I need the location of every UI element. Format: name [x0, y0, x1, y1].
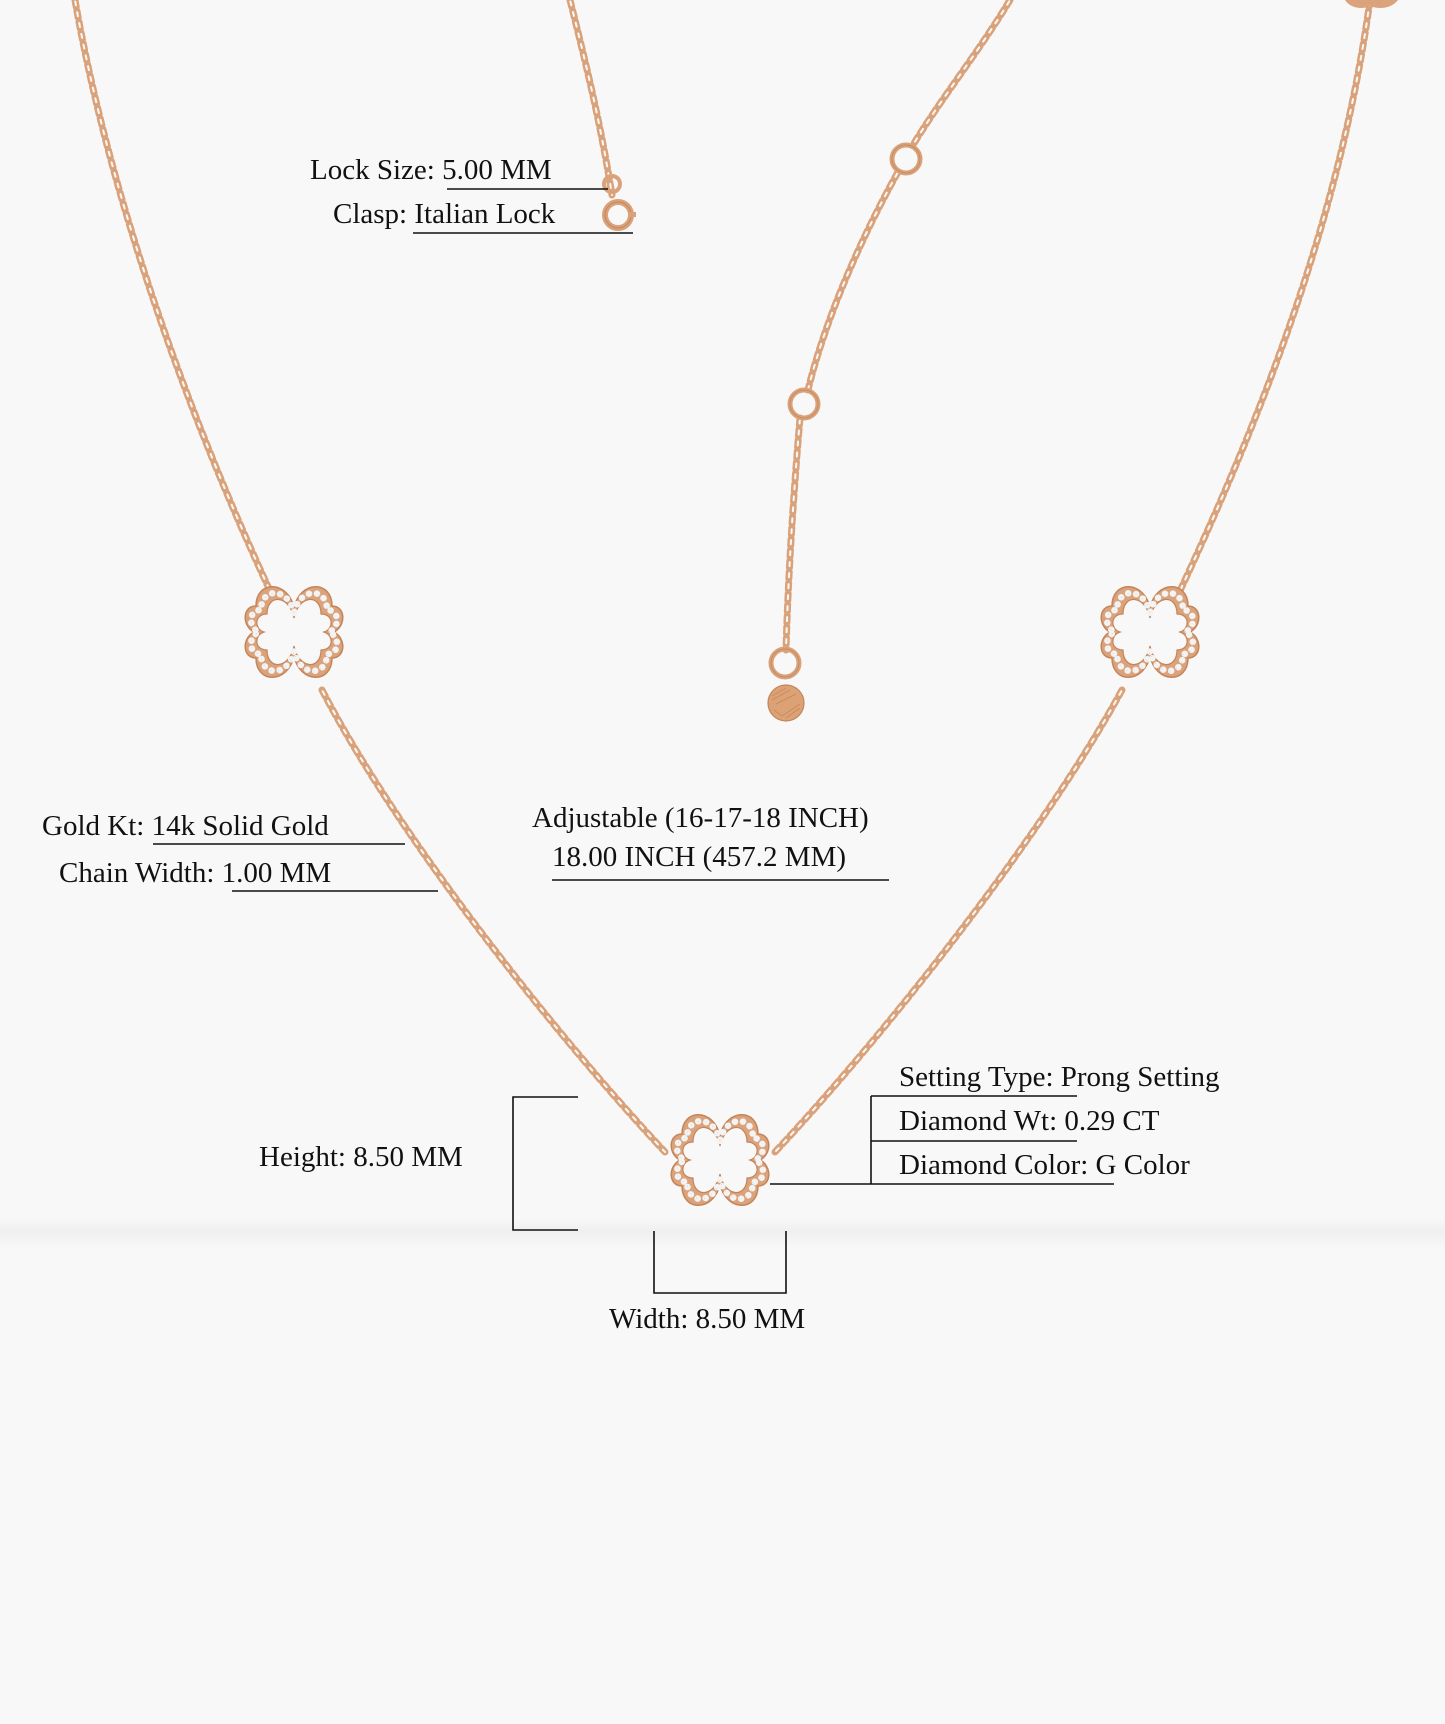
diamond-color-label: Diamond Color:: [899, 1149, 1089, 1181]
clasp-label: Clasp:: [333, 198, 408, 230]
chain-left-lower: [318, 686, 669, 1156]
chain-width-value: 1.00 MM: [214, 857, 332, 889]
jump-ring-icon: [768, 646, 802, 680]
lock-size-spec: Lock Size: 5.00 MM: [310, 153, 552, 187]
lock-size-label: Lock Size:: [310, 154, 435, 186]
diamond-color-value: G Color: [1088, 1149, 1190, 1181]
setting-type-spec: Setting Type: Prong Setting: [899, 1060, 1219, 1094]
height-label: Height:: [259, 1141, 346, 1173]
diamond-wt-spec: Diamond Wt: 0.29 CT: [899, 1104, 1159, 1138]
floor-shadow: [0, 1218, 1445, 1248]
gold-kt-spec: Gold Kt: 14k Solid Gold: [42, 809, 329, 843]
height-bracket: [512, 1096, 578, 1231]
chain-width-label: Chain Width:: [59, 857, 215, 889]
chain-right-upper: [1174, 0, 1374, 599]
jump-ring-icon: [889, 142, 923, 176]
diamond-wt-label: Diamond Wt:: [899, 1105, 1058, 1137]
setting-type-label: Setting Type:: [899, 1061, 1054, 1093]
lock-size-value: 5.00 MM: [434, 154, 552, 186]
length-value: 18.00 INCH (457.2 MM): [552, 841, 847, 873]
length-adjustable: Adjustable (16-17-18 INCH): [532, 802, 869, 834]
clover-pendant-icon: [671, 1115, 769, 1206]
clover-pendant-icon: [1101, 587, 1199, 678]
diamond-color-spec: Diamond Color: G Color: [899, 1148, 1190, 1182]
logo-disc-icon: [767, 684, 805, 722]
clasp-spec: Clasp: Italian Lock: [333, 197, 555, 231]
width-label: Width:: [609, 1303, 689, 1335]
height-spec: Height: 8.50 MM: [259, 1140, 463, 1174]
width-bracket: [653, 1231, 787, 1294]
jump-ring-icon: [787, 387, 821, 421]
clasp-icon: [602, 174, 636, 231]
gold-kt-label: Gold Kt:: [42, 810, 145, 842]
height-value: 8.50 MM: [346, 1141, 463, 1173]
chain-clasp-strand: [566, 0, 616, 199]
chain-width-spec: Chain Width: 1.00 MM: [59, 856, 331, 890]
clover-pendant-icon: [245, 587, 343, 678]
diamond-wt-value: 0.29 CT: [1057, 1105, 1160, 1137]
gold-kt-value: 14k Solid Gold: [144, 810, 329, 842]
chain-left-upper: [71, 0, 276, 599]
setting-type-value: Prong Setting: [1053, 1061, 1220, 1093]
width-value: 8.50 MM: [688, 1303, 806, 1335]
clasp-value: Italian Lock: [407, 198, 556, 230]
width-spec: Width: 8.50 MM: [609, 1302, 805, 1336]
clover-partial-top: [1345, 0, 1398, 8]
